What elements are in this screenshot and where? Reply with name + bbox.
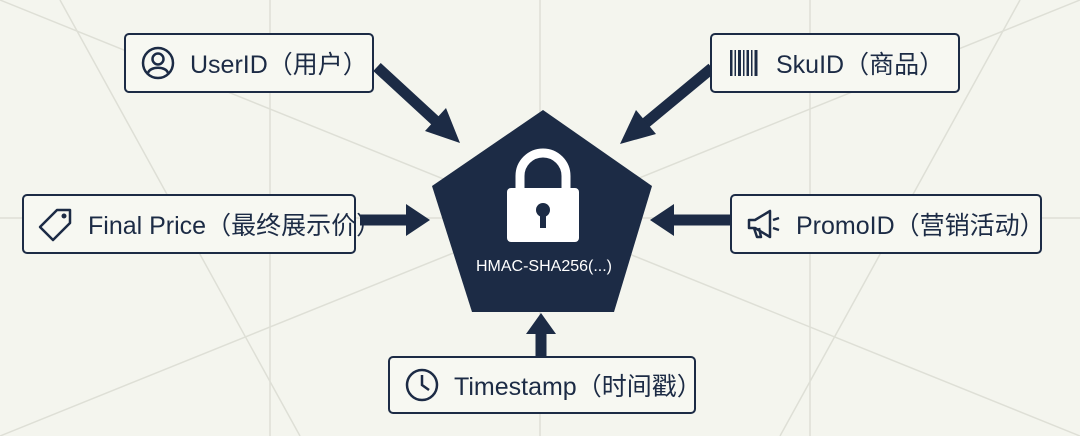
final-price-node: Final Price（最终展示价） bbox=[22, 194, 381, 254]
userid-node: UserID（用户） bbox=[124, 33, 374, 93]
promoid-node: PromoID（营销活动） bbox=[730, 194, 1045, 254]
megaphone-icon bbox=[746, 206, 782, 242]
arrow-from-price bbox=[360, 204, 430, 236]
clock-icon bbox=[404, 367, 440, 403]
timestamp-node: Timestamp（时间戳） bbox=[388, 356, 702, 414]
skuid-node: SkuID（商品） bbox=[710, 33, 960, 93]
price-tag-icon bbox=[38, 206, 74, 242]
padlock-icon bbox=[507, 148, 579, 242]
timestamp-label: Timestamp（时间戳） bbox=[454, 373, 702, 401]
userid-label: UserID（用户） bbox=[190, 51, 368, 79]
promoid-label: PromoID（营销活动） bbox=[796, 212, 1045, 240]
barcode-icon bbox=[726, 45, 762, 81]
user-icon bbox=[140, 45, 176, 81]
arrow-from-time bbox=[526, 313, 556, 356]
final-price-label: Final Price（最终展示价） bbox=[88, 212, 382, 240]
arrow-from-promo bbox=[650, 204, 730, 236]
skuid-label: SkuID（商品） bbox=[776, 51, 945, 79]
hmac-label: HMAC-SHA256(...) bbox=[475, 258, 613, 275]
arrow-from-user bbox=[373, 62, 460, 143]
arrow-from-sku bbox=[620, 63, 716, 144]
